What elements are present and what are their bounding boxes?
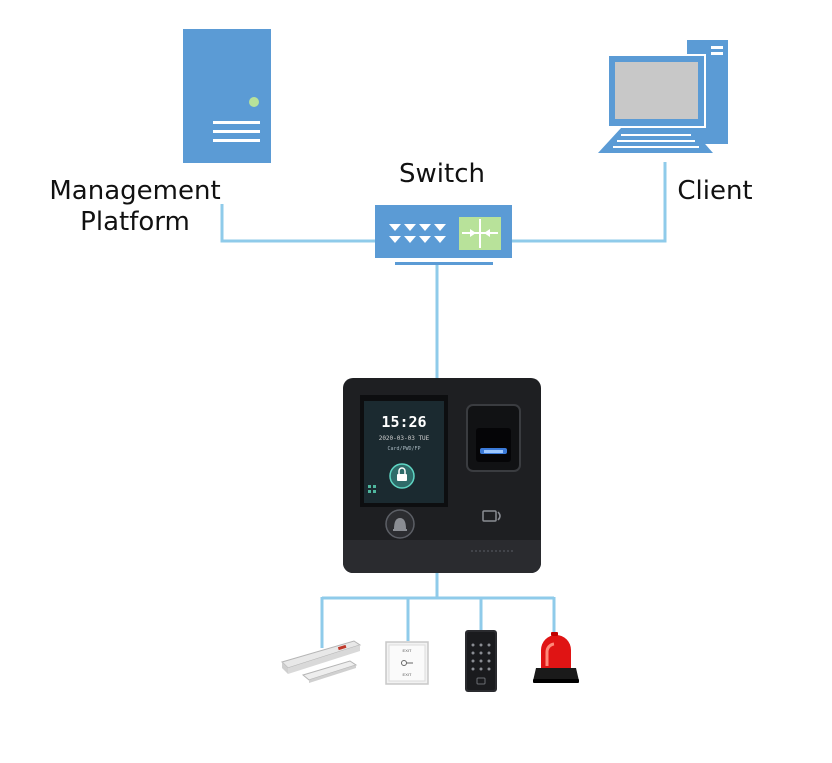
magnetic-lock-icon bbox=[281, 640, 362, 683]
management-platform-label-line2: Platform bbox=[80, 207, 190, 237]
exit-button-text-top: EXIT bbox=[403, 648, 412, 653]
client-label: Client bbox=[677, 176, 753, 206]
switch-icon bbox=[375, 205, 512, 265]
exit-button-icon: EXIT EXIT bbox=[385, 641, 429, 685]
switch-label: Switch bbox=[399, 159, 485, 189]
connection-lines bbox=[220, 162, 667, 648]
card-reader-icon bbox=[482, 510, 501, 522]
management-platform-label-line1: Management bbox=[49, 176, 221, 206]
exit-button-text-bottom: EXIT bbox=[403, 672, 412, 677]
server-icon bbox=[183, 29, 271, 163]
alarm-siren-icon bbox=[533, 632, 579, 683]
menu-icon bbox=[368, 485, 376, 493]
keypad-reader-icon bbox=[465, 630, 497, 692]
terminal-time: 15:26 bbox=[381, 413, 426, 431]
access-terminal: 15:26 2020-03-03 TUE Card/PWD/FP bbox=[343, 378, 541, 573]
terminal-modes: Card/PWD/FP bbox=[387, 446, 420, 452]
link-platform-switch bbox=[220, 204, 376, 243]
link-client-switch bbox=[512, 162, 667, 243]
management-platform-label: Management Platform bbox=[40, 176, 230, 238]
computer-icon bbox=[598, 40, 728, 153]
terminal-date: 2020-03-03 TUE bbox=[379, 435, 430, 442]
